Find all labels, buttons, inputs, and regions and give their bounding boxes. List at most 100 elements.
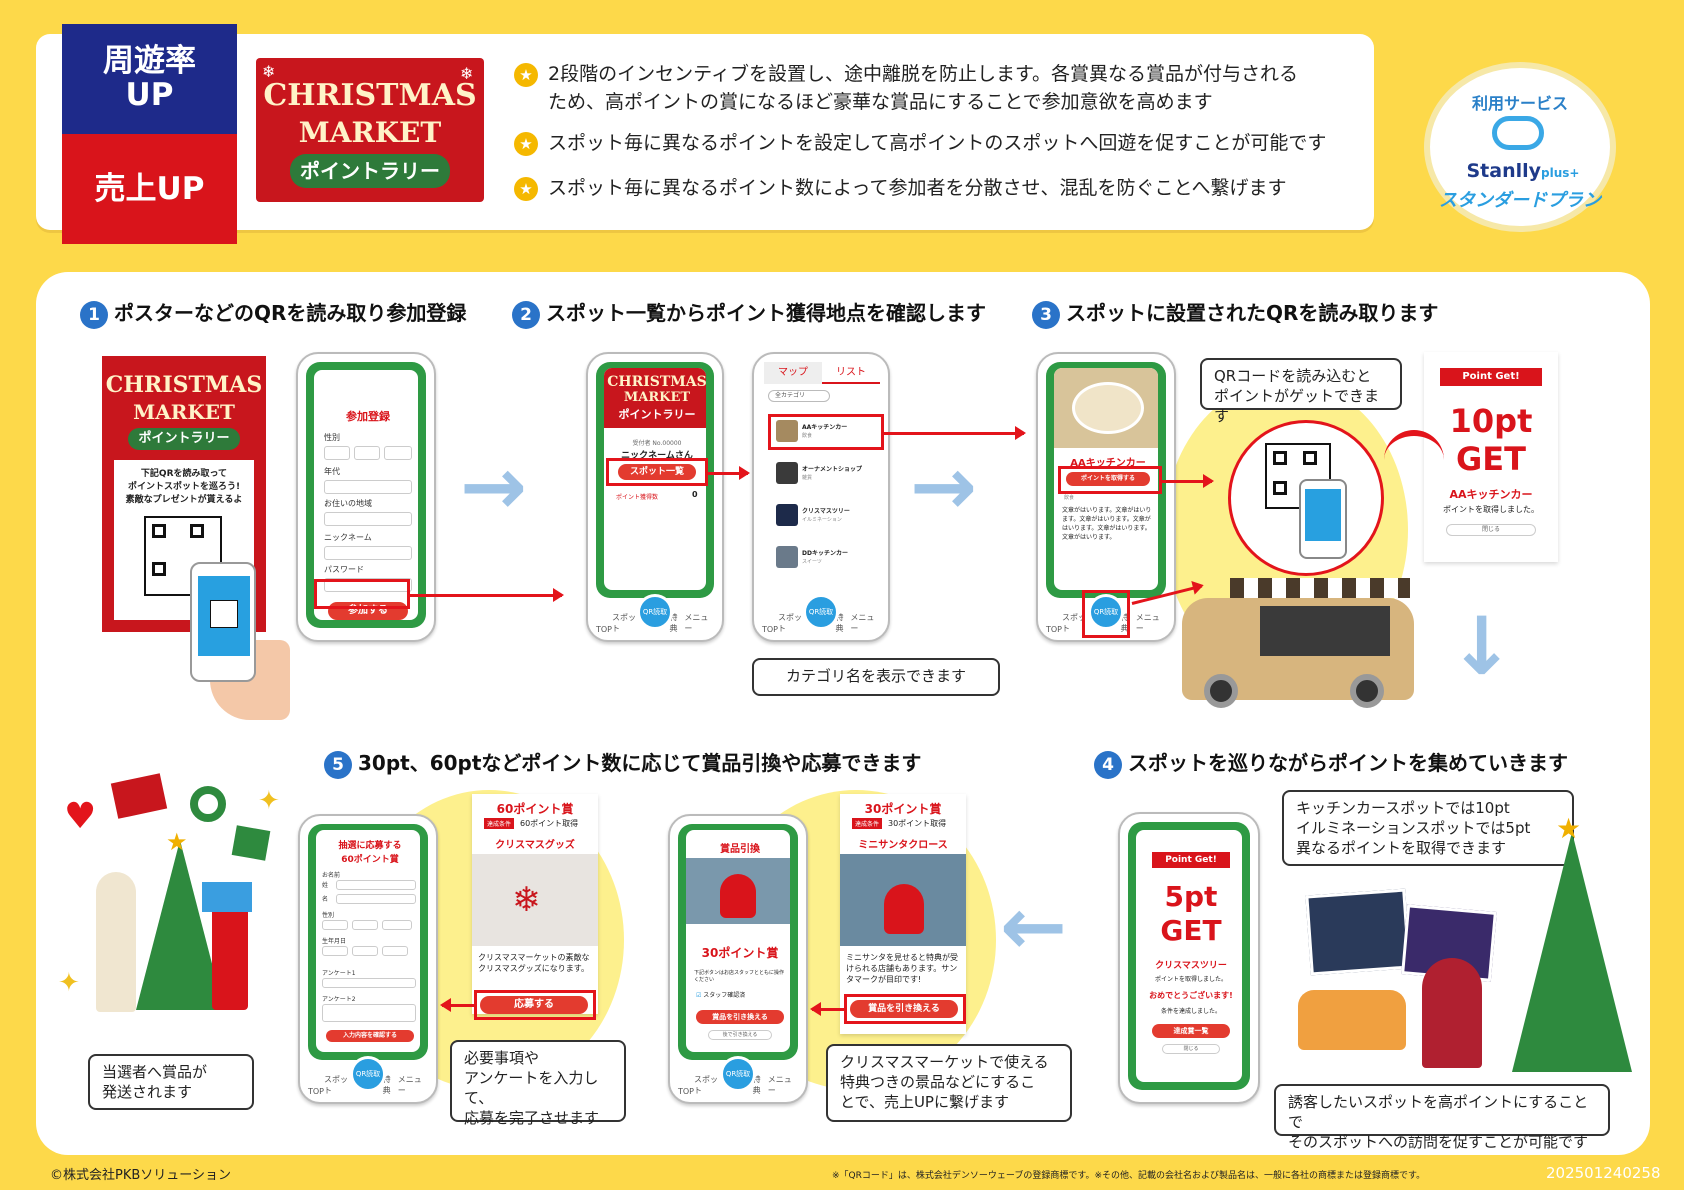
nav-top[interactable]: TOP: [678, 1087, 695, 1096]
condition-badge: 達成条件: [852, 818, 883, 829]
nav-spot[interactable]: スポット: [694, 1075, 719, 1095]
nav-menu[interactable]: メニュー: [767, 1075, 792, 1095]
qr-scan-button[interactable]: QR読取: [350, 1056, 386, 1092]
nav-menu[interactable]: メニュー: [850, 613, 875, 633]
bullet-1-cont: ため、高ポイントの賞になるほど豪華な賞品にすることで参加意欲を高めます: [548, 91, 1213, 113]
nav-menu[interactable]: メニュー: [684, 613, 709, 633]
qr-scan-button[interactable]: QR読取: [803, 594, 839, 630]
highlight-frame: [606, 458, 708, 486]
birth-day-select[interactable]: [382, 946, 408, 956]
gender-female-option[interactable]: [354, 446, 380, 460]
nav-spot[interactable]: スポット: [612, 613, 637, 633]
birth-year-select[interactable]: [322, 946, 348, 956]
qr-scan-button[interactable]: QR読取: [720, 1056, 756, 1092]
nav-top[interactable]: TOP: [1046, 625, 1063, 634]
gender-option[interactable]: [322, 920, 348, 930]
apply-title: 抽選に応募する: [338, 841, 402, 851]
nav-menu[interactable]: メニュー: [397, 1075, 422, 1095]
last-name-input[interactable]: [336, 880, 416, 890]
tab-list[interactable]: リスト: [822, 362, 880, 384]
age-select[interactable]: [324, 480, 412, 494]
exchange-later-button[interactable]: 後で引き換える: [708, 1030, 772, 1040]
confirm-input-button[interactable]: 入力内容を確認する: [326, 1030, 414, 1042]
nav-top[interactable]: TOP: [762, 625, 779, 634]
arrow-down-icon: ↓: [1448, 600, 1516, 693]
nav-top[interactable]: TOP: [596, 625, 613, 634]
snowflake-icon: ❄: [262, 62, 276, 81]
phone-5pt-get: Point Get! 5pt GET クリスマスツリー ポイントを取得しました。…: [1118, 812, 1260, 1104]
member-number: 受付者 No.00000: [632, 440, 682, 447]
arrow-right-icon: →: [460, 440, 528, 533]
form-label: 性別: [322, 912, 335, 919]
congrats-message: おめでとうございます!: [1149, 991, 1233, 1000]
category-select[interactable]: 全カテゴリ: [768, 390, 830, 402]
gender-male-option[interactable]: [324, 446, 350, 460]
bullet-3: ★スポット毎に異なるポイント数によって参加者を分散させ、混乱を防ぐことへ繋げます: [514, 174, 1287, 202]
nav-perk[interactable]: 特典: [835, 613, 844, 633]
area-select[interactable]: [324, 512, 412, 526]
nav-top[interactable]: TOP: [308, 1087, 325, 1096]
qr-scan-button[interactable]: QR読取: [637, 594, 673, 630]
red-arrow: [440, 998, 474, 1012]
illumination-photo: [1305, 888, 1411, 976]
arrow-left-icon: ←: [1000, 880, 1068, 973]
spot-list-item[interactable]: クリスマスツリー イルミネーション: [768, 500, 878, 534]
couple-illustration: [1422, 958, 1482, 1068]
spot-tag: イルミネーション: [802, 517, 842, 523]
staff-checkbox[interactable]: ☑ スタッフ確認済: [696, 992, 746, 999]
nav-perk[interactable]: 特典: [1120, 613, 1129, 633]
spot-description: 文章がはいります。文章がはいります。文章がはいります。文章がはいります。文章がは…: [1062, 507, 1152, 541]
nav-spot[interactable]: スポット: [1062, 613, 1087, 633]
phone-spot-list: マップ リスト 全カテゴリ AAキッチンカー 飲食 オーナメントショップ 雑貨 …: [752, 352, 890, 642]
highlight-frame: [314, 579, 410, 609]
banner-line2: MARKET: [298, 116, 442, 149]
point-get-ribbon: Point Get!: [1440, 368, 1542, 386]
exchange-prize-button[interactable]: 賞品を引き換える: [850, 1000, 958, 1018]
gift-box-icon: [231, 825, 271, 861]
tab-map[interactable]: マップ: [764, 362, 822, 384]
nav-perk[interactable]: 特典: [752, 1075, 761, 1095]
achievement-list-button[interactable]: 達成賞一覧: [1152, 1024, 1230, 1038]
santa-photo: [686, 858, 790, 924]
nickname-input[interactable]: [324, 546, 412, 560]
exchange-confirm-button[interactable]: 賞品を引き換える: [696, 1010, 784, 1024]
form-label: 生年月日: [322, 938, 347, 945]
survey2-textarea[interactable]: [322, 1004, 416, 1022]
nav-perk[interactable]: 特典: [669, 613, 678, 633]
nav-perk[interactable]: 特典: [382, 1075, 391, 1095]
get-points-button[interactable]: ポイントを取得する: [1066, 472, 1150, 486]
prize-60-card: 60ポイント賞 達成条件 60ポイント取得 クリスマスグッズ ❄ クリスマスマー…: [472, 794, 598, 1014]
first-name-input[interactable]: [336, 894, 416, 904]
snowflake-icon: ❄: [460, 64, 474, 83]
spot-list-item[interactable]: オーナメントショップ 雑貨: [768, 458, 878, 492]
prize-item-name: ミニサンタクロース: [858, 840, 948, 851]
earned-spot-name: クリスマスツリー: [1155, 961, 1227, 971]
kpi-tags: 周遊率 UP 売上UP: [62, 24, 237, 244]
survey1-select[interactable]: [322, 978, 416, 988]
trademark-note: ※「QRコード」は、株式会社デンソーウェーブの登録商標です。※その他、記載の会社…: [832, 1171, 1426, 1181]
spot-list-item[interactable]: DDキッチンカー スイーツ: [768, 542, 878, 576]
close-button[interactable]: 閉じる: [1162, 1044, 1220, 1054]
close-button[interactable]: 閉じる: [1446, 524, 1536, 536]
apply-button[interactable]: 応募する: [480, 996, 588, 1014]
phone-spot-detail: AAキッチンカー ポイントを取得する 飲食 文章がはいります。文章がはいります。…: [1036, 352, 1176, 642]
red-arrow: [1162, 474, 1214, 488]
spot-list-button[interactable]: スポット一覧: [618, 464, 696, 480]
wreath-icon: [190, 786, 226, 822]
stocking-icon: ♥: [64, 796, 97, 837]
spot-list-item[interactable]: AAキッチンカー 飲食: [768, 416, 878, 450]
gender-none-option[interactable]: [384, 446, 412, 460]
gender-option[interactable]: [352, 920, 378, 930]
star-icon: ★: [166, 828, 188, 856]
home-banner-text: MARKET: [623, 390, 691, 405]
form-label: アンケート1: [322, 970, 356, 977]
earned-message: ポイントを取得しました。: [1154, 976, 1227, 983]
nav-menu[interactable]: メニュー: [1135, 613, 1160, 633]
qr-scan-button[interactable]: QR読取: [1088, 594, 1124, 630]
nav-spot[interactable]: スポット: [778, 613, 803, 633]
gender-option[interactable]: [382, 920, 412, 930]
spot-name: クリスマスツリー: [802, 508, 850, 515]
birth-month-select[interactable]: [352, 946, 378, 956]
plate-image: [1072, 382, 1144, 434]
nav-spot[interactable]: スポット: [324, 1075, 349, 1095]
